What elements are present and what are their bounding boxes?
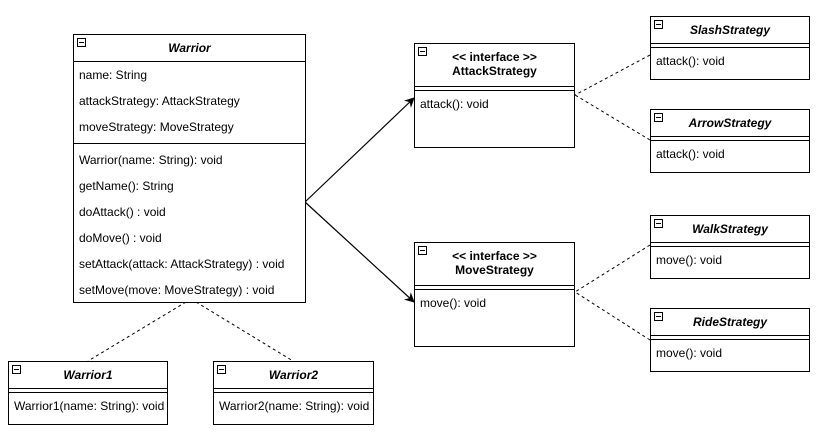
- method-set-attack: setAttack(attack: AttackStrategy) : void: [79, 257, 285, 271]
- association-warrior-attackstrategy: [304, 97, 415, 203]
- class-name: ArrowStrategy: [688, 116, 772, 130]
- class-name: Warrior2: [268, 368, 319, 382]
- attribute-attack-strategy: attackStrategy: AttackStrategy: [79, 94, 240, 108]
- class-name: WalkStrategy: [692, 222, 768, 236]
- collapse-icon[interactable]: [654, 20, 663, 29]
- class-name: Warrior: [168, 41, 211, 55]
- class-warrior1[interactable]: Warrior1 Warrior1(name: String): void: [8, 361, 168, 425]
- collapse-icon[interactable]: [77, 38, 86, 47]
- method-do-move: doMove() : void: [79, 231, 162, 245]
- collapse-icon[interactable]: [418, 47, 427, 56]
- method-attack: attack(): void: [656, 147, 725, 161]
- class-name: SlashStrategy: [689, 23, 771, 37]
- class-arrow-strategy[interactable]: ArrowStrategy attack(): void: [650, 109, 810, 173]
- class-header: << interface >> MoveStrategy: [415, 243, 574, 285]
- method-list: Warrior(name: String): void getName(): S…: [74, 144, 305, 303]
- class-header: Warrior1: [9, 362, 167, 388]
- stereotype-label: << interface >>: [452, 50, 537, 64]
- method-get-name: getName(): String: [79, 179, 174, 193]
- class-walk-strategy[interactable]: WalkStrategy move(): void: [650, 215, 810, 279]
- interface-attack-strategy[interactable]: << interface >> AttackStrategy attack():…: [414, 43, 575, 148]
- association-warrior-movestrategy: [304, 201, 415, 303]
- class-name: RideStrategy: [692, 315, 768, 329]
- class-header: << interface >> AttackStrategy: [415, 44, 574, 86]
- method-constructor: Warrior2(name: String): void: [219, 399, 370, 413]
- attribute-name: name: String: [79, 68, 148, 82]
- method-do-attack: doAttack() : void: [79, 205, 166, 219]
- class-warrior2[interactable]: Warrior2 Warrior2(name: String): void: [213, 361, 374, 425]
- class-slash-strategy[interactable]: SlashStrategy attack(): void: [650, 16, 810, 80]
- class-header: WalkStrategy: [651, 216, 809, 242]
- class-ride-strategy[interactable]: RideStrategy move(): void: [650, 308, 810, 372]
- realization-walk-move: [574, 244, 651, 293]
- class-header: Warrior2: [214, 362, 373, 388]
- class-header: ArrowStrategy: [651, 110, 809, 136]
- class-header: RideStrategy: [651, 309, 809, 335]
- method-move: move(): void: [420, 296, 487, 310]
- method-set-move: setMove(move: MoveStrategy) : void: [79, 283, 275, 297]
- attribute-list: name: String attackStrategy: AttackStrat…: [74, 62, 305, 143]
- collapse-icon[interactable]: [654, 312, 663, 321]
- collapse-icon[interactable]: [217, 365, 226, 374]
- class-name: Warrior1: [63, 368, 113, 382]
- class-name: AttackStrategy: [452, 64, 537, 78]
- collapse-icon[interactable]: [12, 365, 21, 374]
- method-constructor: Warrior1(name: String): void: [14, 399, 165, 413]
- realization-ride-move: [574, 291, 651, 341]
- inheritance-warrior1: [87, 301, 187, 362]
- collapse-icon[interactable]: [418, 246, 427, 255]
- class-warrior[interactable]: Warrior name: String attackStrategy: Att…: [73, 34, 306, 303]
- interface-move-strategy[interactable]: << interface >> MoveStrategy move(): voi…: [414, 242, 575, 347]
- method-move: move(): void: [656, 253, 723, 267]
- class-header: SlashStrategy: [651, 17, 809, 43]
- attribute-move-strategy: moveStrategy: MoveStrategy: [79, 120, 234, 134]
- collapse-icon[interactable]: [654, 113, 663, 122]
- inheritance-warrior2: [195, 301, 294, 362]
- class-header: Warrior: [74, 35, 305, 61]
- method-attack: attack(): void: [420, 97, 489, 111]
- method-attack: attack(): void: [656, 54, 725, 68]
- class-name: MoveStrategy: [455, 263, 534, 277]
- stereotype-label: << interface >>: [452, 249, 537, 263]
- method-constructor: Warrior(name: String): void: [79, 153, 223, 167]
- method-move: move(): void: [656, 346, 723, 360]
- realization-arrow-attack: [574, 94, 651, 141]
- realization-slash-attack: [574, 54, 651, 96]
- collapse-icon[interactable]: [654, 219, 663, 228]
